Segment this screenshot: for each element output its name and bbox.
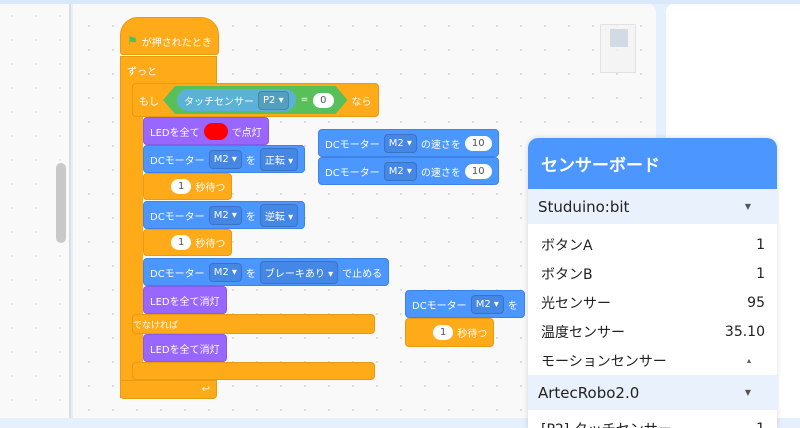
motor-dropdown[interactable]: M2 ▾ (384, 162, 417, 181)
led-on-block[interactable]: LEDを全て で点灯 (143, 117, 269, 145)
sensor-label: 温度センサー (541, 322, 625, 342)
sensor-label: [P2] タッチセンサー (541, 419, 672, 428)
loop-arrow-icon: ↩ (202, 384, 210, 395)
caret-down-icon: ▼ (745, 388, 751, 397)
board-thumbnail-icon (600, 24, 636, 73)
wait-seconds-input[interactable]: 1 (171, 179, 191, 194)
led-off-block[interactable]: LEDを全て消灯 (143, 334, 227, 362)
dc-motor-speed-block[interactable]: DCモーター M2 ▾ の速さを 10 (318, 129, 499, 157)
port-dropdown[interactable]: P2 ▾ (258, 91, 289, 110)
brake-dropdown[interactable]: ブレーキあり ▾ (260, 261, 338, 284)
color-picker[interactable] (204, 123, 228, 140)
sensor-label: 光センサー (541, 293, 611, 313)
if-label: もし (139, 93, 159, 108)
sensor-value: 95 (747, 295, 765, 311)
led-off-block[interactable]: LEDを全て消灯 (143, 286, 227, 314)
direction-dropdown[interactable]: 逆転 ▾ (260, 204, 298, 227)
led-off-label: LEDを全て消灯 (150, 341, 220, 356)
sensor-row: 温度センサー 35.10 (528, 317, 777, 346)
dc-motor-speed-block[interactable]: DCモーター M2 ▾ の速さを 10 (318, 157, 499, 185)
sensor-value: 1 (756, 237, 765, 253)
sensor-label: ボタンB (541, 264, 593, 284)
section-name: Studuino:bit (538, 198, 629, 216)
dc-label: DCモーター (412, 297, 467, 312)
wait-block[interactable]: 1 秒待つ (143, 173, 232, 200)
dc-motor-block[interactable]: DCモーター M2 ▾ を (405, 290, 525, 318)
sensor-label: タッチセンサー (184, 93, 254, 108)
particle: を (246, 208, 256, 223)
wait-label: 秒待つ (195, 179, 225, 194)
motor-dropdown[interactable]: M2 ▾ (209, 150, 242, 169)
dc-label: DCモーター (325, 136, 380, 151)
speed-label: の速さを (421, 136, 461, 151)
motor-dropdown[interactable]: M2 ▾ (471, 295, 504, 314)
section-studuino-bit[interactable]: Studuino:bit ▼ (528, 189, 777, 224)
dc-motor-stop-block[interactable]: DCモーター M2 ▾ を ブレーキあり ▾ で止める (143, 258, 389, 286)
dc-label: DCモーター (325, 164, 380, 179)
sensor-row: 光センサー 95 (528, 288, 777, 317)
compare-value-input[interactable]: 0 (313, 93, 333, 108)
green-flag-icon: ⚑ (127, 34, 138, 48)
particle: を (508, 297, 518, 312)
palette-scrollbar[interactable] (56, 163, 66, 243)
if-bottom-bar (132, 362, 375, 380)
led-suffix: で点灯 (232, 124, 262, 139)
stop-label: で止める (342, 265, 382, 280)
sensor-value: 35.10 (725, 324, 765, 340)
dc-label: DCモーター (150, 152, 205, 167)
sensor-value: 1 (756, 421, 765, 428)
led-off-label: LEDを全て消灯 (150, 293, 220, 308)
when-flag-clicked-hat[interactable]: ⚑ が押されたとき (120, 17, 219, 55)
led-label: LEDを全て (150, 124, 200, 139)
sensor-value: 1 (756, 266, 765, 282)
touch-sensor-reporter[interactable]: タッチセンサー P2 ▾ (177, 89, 296, 111)
motor-dropdown[interactable]: M2 ▾ (384, 134, 417, 153)
section-name: ArtecRobo2.0 (538, 384, 639, 402)
wait-seconds-input[interactable]: 1 (433, 325, 453, 340)
caret-up-icon[interactable]: ▴ (747, 356, 751, 365)
wait-block[interactable]: 1 秒待つ (143, 229, 232, 256)
wait-label: 秒待つ (457, 325, 487, 340)
forever-c-arm (120, 56, 132, 398)
condition-equals[interactable]: タッチセンサー P2 ▾ = 0 (163, 86, 348, 114)
else-label: でなければ (133, 318, 178, 331)
speed-input[interactable]: 10 (465, 164, 492, 179)
motion-sensor-row[interactable]: モーションセンサー ▴ (528, 346, 777, 375)
sensor-row: [P2] タッチセンサー 1 (528, 414, 777, 428)
else-bar: でなければ (132, 314, 375, 334)
dc-motor-reverse-block[interactable]: DCモーター M2 ▾ を 逆転 ▾ (143, 201, 305, 229)
wait-label: 秒待つ (195, 235, 225, 250)
motor-dropdown[interactable]: M2 ▾ (209, 206, 242, 225)
forever-bottom-bar: ↩ (120, 380, 217, 399)
forever-block[interactable]: ずっと (120, 56, 217, 83)
sensor-label: モーションセンサー (541, 351, 667, 371)
speed-input[interactable]: 10 (465, 136, 492, 151)
dc-label: DCモーター (150, 265, 205, 280)
direction-dropdown[interactable]: 正転 ▾ (260, 148, 298, 171)
sensor-board-title: センサーボード (528, 138, 777, 189)
wait-block[interactable]: 1 秒待つ (405, 318, 494, 347)
then-label: なら (352, 93, 372, 108)
motor-dropdown[interactable]: M2 ▾ (209, 263, 242, 282)
sensor-row: ボタンB 1 (528, 259, 777, 288)
hat-label: が押されたとき (142, 34, 212, 49)
particle: を (246, 265, 256, 280)
speed-label: の速さを (421, 164, 461, 179)
sensor-board-panel: センサーボード Studuino:bit ▼ ボタンA 1 ボタンB 1 光センサー 9… (528, 138, 777, 428)
sensor-row: ボタンA 1 (528, 230, 777, 259)
dc-label: DCモーター (150, 208, 205, 223)
forever-label: ずっと (127, 63, 157, 78)
section-artecrobo[interactable]: ArtecRobo2.0 ▼ (528, 375, 777, 410)
dc-motor-forward-block[interactable]: DCモーター M2 ▾ を 正転 ▾ (143, 145, 305, 173)
equals-operator: = (301, 95, 309, 105)
sensor-label: ボタンA (541, 235, 593, 255)
wait-seconds-input[interactable]: 1 (171, 235, 191, 250)
if-else-block[interactable]: もし タッチセンサー P2 ▾ = 0 なら (132, 83, 379, 117)
caret-down-icon: ▼ (745, 202, 751, 211)
if-c-arm (132, 83, 143, 380)
particle: を (246, 152, 256, 167)
